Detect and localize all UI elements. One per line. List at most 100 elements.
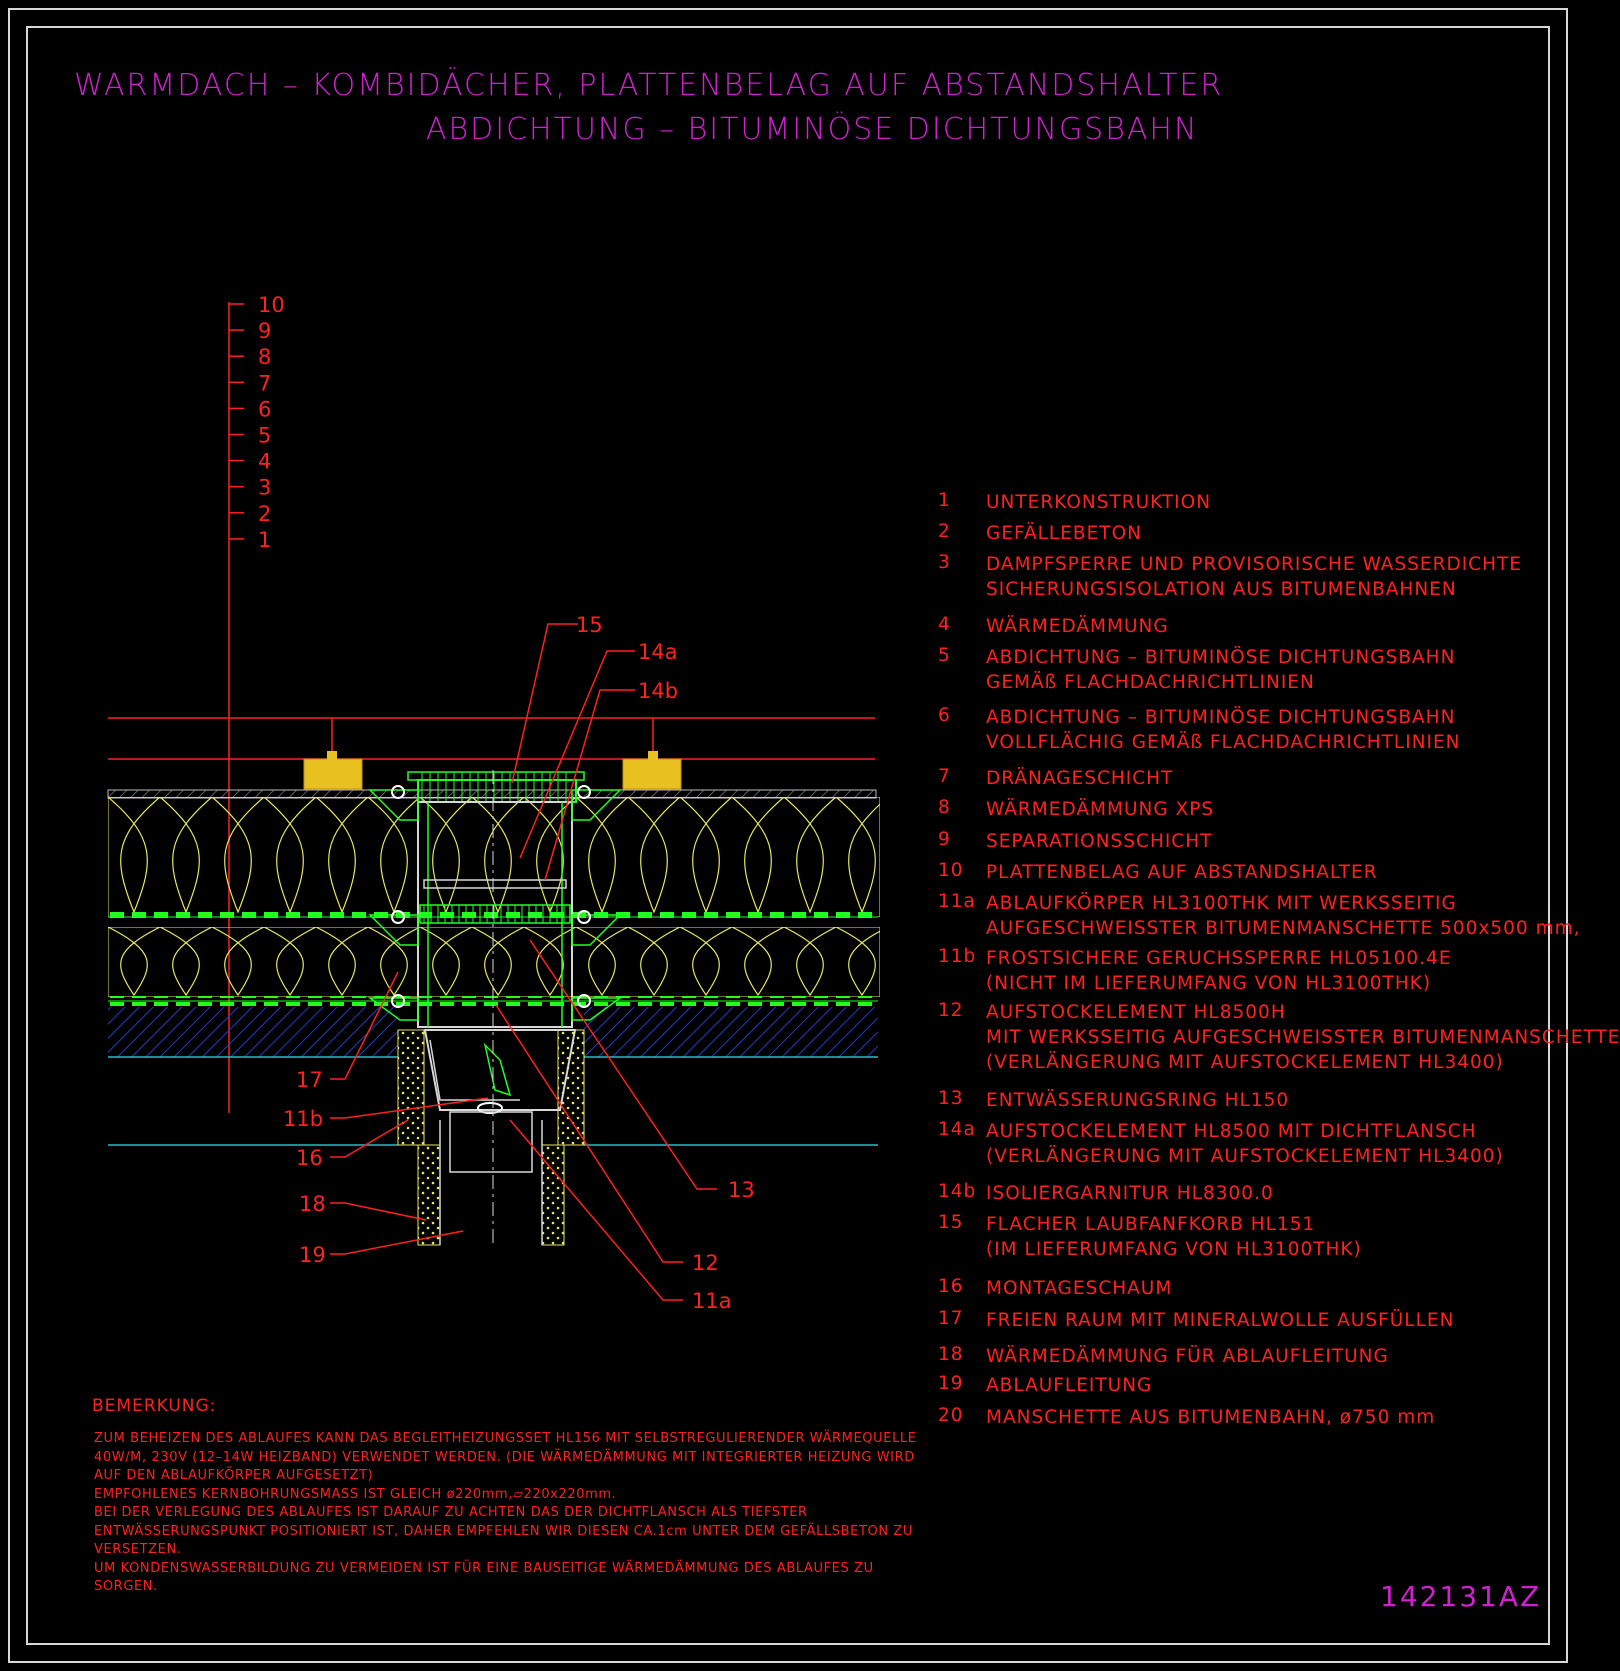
thermal-insulation (108, 927, 880, 997)
callout-12: 12 (692, 1251, 719, 1275)
legend-line: (VERLÄNGERUNG MIT AUFSTOCKELEMENT HL3400… (986, 1146, 1504, 1167)
insulation-loop (419, 927, 473, 997)
insulation-loop (211, 927, 265, 997)
legend-text: AUFSTOCKELEMENT HL8500H MIT WERKSSEITIG A… (986, 1000, 1620, 1075)
legend-number: 20 (938, 1405, 964, 1426)
legend-line: ABLAUFLEITUNG (986, 1375, 1153, 1396)
scale-label-5: 5 (258, 424, 271, 448)
callout-15: 15 (576, 613, 603, 637)
membrane-lower (108, 996, 878, 1006)
legend-line: DAMPFSPERRE UND PROVISORISCHE WASSERDICH… (986, 554, 1522, 575)
legend-text: SEPARATIONSSCHICHT (986, 829, 1212, 854)
legend-text: GEFÄLLEBETON (986, 521, 1142, 546)
legend-line: MIT WERKSSEITIG AUFGESCHWEISSTER BITUMEN… (986, 1027, 1620, 1048)
legend-number: 18 (938, 1344, 964, 1365)
legend-number: 12 (938, 1000, 964, 1021)
legend-text: ISOLIERGARNITUR HL8300.0 (986, 1181, 1274, 1206)
legend-line: DRÄNAGESCHICHT (986, 768, 1174, 789)
insulation-loop (783, 927, 837, 997)
insulation-loop (679, 927, 733, 997)
insulation-loop (627, 927, 681, 997)
legend-line: (NICHT IM LIEFERUMFANG VON HL3100THK) (986, 973, 1432, 994)
insulation-loop (575, 927, 629, 997)
insulation-loop (367, 927, 421, 997)
legend-line: WÄRMEDÄMMUNG XPS (986, 799, 1215, 820)
legend-line: FLACHER LAUBFANFKORB HL151 (986, 1214, 1316, 1235)
legend-line: GEMÄß FLACHDACHRICHTLINIEN (986, 672, 1315, 693)
insulation-loop (731, 927, 785, 997)
legend-text: WÄRMEDÄMMUNG FÜR ABLAUFLEITUNG (986, 1344, 1389, 1369)
title-line-1: WARMDACH – KOMBIDÄCHER, PLATTENBELAG AUF… (74, 68, 1224, 103)
legend-number: 11b (938, 946, 977, 967)
legend-text: WÄRMEDÄMMUNG (986, 614, 1169, 639)
legend-text: MANSCHETTE AUS BITUMENBAHN, ø750 mm (986, 1405, 1435, 1430)
remarks-text: ZUM BEHEIZEN DES ABLAUFES KANN DAS BEGLE… (94, 1430, 924, 1597)
remark-line: AUF DEN ABLAUFKÖRPER AUFGESETZT) (94, 1468, 374, 1483)
scale-label-4: 4 (258, 450, 271, 474)
legend-line: AUFSTOCKELEMENT HL8500H (986, 1002, 1286, 1023)
legend-number: 7 (938, 766, 951, 787)
legend-text: ABLAUFLEITUNG (986, 1373, 1152, 1398)
insulation-loop (108, 927, 161, 997)
legend-text: DRÄNAGESCHICHT (986, 766, 1173, 791)
legend-line: UNTERKONSTRUKTION (986, 492, 1212, 513)
insulation-loop (523, 927, 577, 997)
callout-leaders (330, 623, 717, 1301)
legend-number: 10 (938, 860, 964, 881)
insulation-loop (471, 797, 525, 914)
legend-number: 16 (938, 1276, 964, 1297)
legend-line: FROSTSICHERE GERUCHSSPERRE HL05100.4E (986, 948, 1452, 969)
legend-line: (VERLÄNGERUNG MIT AUFSTOCKELEMENT HL3400… (986, 1052, 1504, 1073)
scale-label-9: 9 (258, 319, 271, 343)
legend-line: SICHERUNGSISOLATION AUS BITUMENBAHNEN (986, 579, 1457, 600)
legend-line: PLATTENBELAG AUF ABSTANDSHALTER (986, 862, 1378, 883)
legend-number: 3 (938, 552, 951, 573)
legend-number: 14a (938, 1119, 976, 1140)
legend-text: FROSTSICHERE GERUCHSSPERRE HL05100.4E (NI… (986, 946, 1452, 996)
legend-text: MONTAGESCHAUM (986, 1276, 1172, 1301)
legend-line: FREIEN RAUM MIT MINERALWOLLE AUSFÜLLEN (986, 1310, 1455, 1331)
scale-label-7: 7 (258, 371, 271, 395)
xps-insulation (108, 797, 880, 917)
paving-layer (108, 717, 875, 790)
callout-14b: 14b (638, 679, 678, 703)
title-line-2: ABDICHTUNG – BITUMINÖSE DICHTUNGSBAHN (426, 112, 1199, 147)
legend-line: GEFÄLLEBETON (986, 523, 1143, 544)
legend-number: 9 (938, 829, 951, 850)
insulation-loop (263, 927, 317, 997)
legend-line: AUFSTOCKELEMENT HL8500 MIT DICHTFLANSCH (986, 1121, 1477, 1142)
insulation-loop (731, 797, 785, 914)
legend-number: 13 (938, 1088, 964, 1109)
remark-line: 40W/M, 230V (12–14W HEIZBAND) VERWENDET … (94, 1449, 915, 1465)
insulation-loop (263, 797, 317, 914)
callout-11a: 11a (692, 1289, 732, 1313)
callout-18: 18 (299, 1192, 326, 1216)
insulation-loop (627, 797, 681, 914)
legend-number: 17 (938, 1308, 964, 1329)
remarks-title: BEMERKUNG: (92, 1396, 217, 1416)
legend-number: 5 (938, 645, 951, 666)
insulation-loop (211, 797, 265, 914)
insulation-loop (315, 797, 369, 914)
scale-label-6: 6 (258, 397, 271, 421)
legend-number: 2 (938, 521, 951, 542)
legend-line: (IM LIEFERUMFANG VON HL3100THK) (986, 1239, 1362, 1260)
scale-label-3: 3 (258, 476, 271, 500)
legend-text: AUFSTOCKELEMENT HL8500 MIT DICHTFLANSCH (… (986, 1119, 1504, 1169)
callout-11b: 11b (283, 1107, 323, 1131)
insulation-loop (471, 927, 525, 997)
legend-number: 15 (938, 1212, 964, 1233)
remark-line: ENTWÄSSERUNGSPUNKT POSITIONIERT IST, DAH… (94, 1523, 914, 1539)
legend-line: ENTWÄSSERUNGSRING HL150 (986, 1090, 1290, 1111)
scale-label-2: 2 (258, 502, 271, 526)
legend-line: WÄRMEDÄMMUNG (986, 616, 1169, 637)
drawing-number: 142131AZ (1380, 1580, 1542, 1613)
legend-line: AUFGESCHWEISSTER BITUMENMANSCHETTE 500x5… (986, 918, 1581, 939)
insulation-loop (835, 927, 880, 997)
remark-line: BEI DER VERLEGUNG DES ABLAUFES IST DARAU… (94, 1505, 808, 1520)
legend-number: 4 (938, 614, 951, 635)
remark-line: EMPFOHLENES KERNBOHRUNGSMASS IST GLEICH … (94, 1486, 617, 1502)
